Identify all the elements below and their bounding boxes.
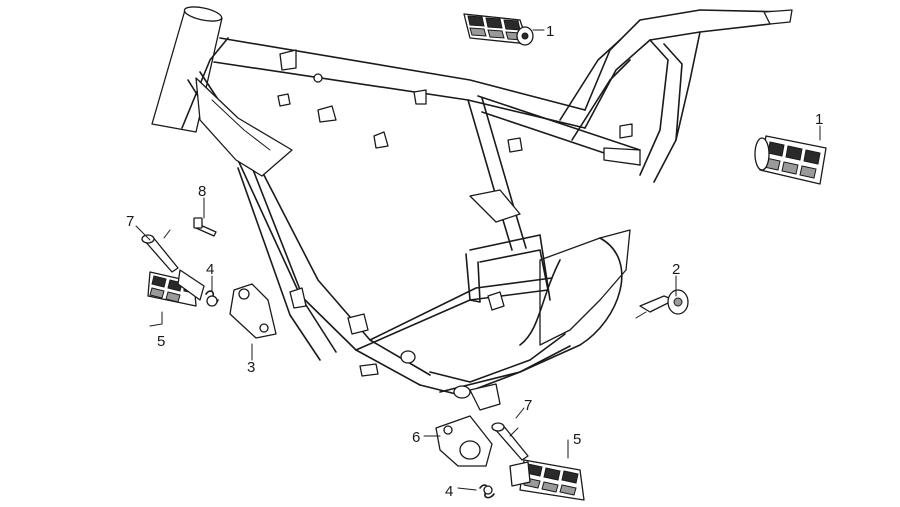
rear-subframe [584,9,791,129]
callout-8: 8 [198,183,206,200]
rear-lower-shell [539,229,631,346]
callout-labels: 1 1 2 3 4 4 5 5 6 7 7 8 [126,23,823,500]
top-tube [213,37,586,129]
callout-5-left: 5 [157,333,165,350]
callout-7-left: 7 [126,213,134,230]
seat-tube [467,97,527,251]
callout-3: 3 [247,359,255,376]
footrest-top [463,13,534,46]
lower-cradle [419,333,571,396]
steering-head-tube [151,6,229,133]
spring-left [205,290,219,307]
footpeg-right [509,459,585,501]
callout-2: 2 [672,261,680,278]
callout-5-right: 5 [573,431,581,448]
footrest-bracket-right [435,415,493,467]
callout-7-right: 7 [524,397,532,414]
footrest-right [754,135,827,185]
pivot-pin-left [141,229,179,273]
footrest-bracket-left [229,283,277,339]
callout-1-top: 1 [546,23,554,40]
callout-1-right: 1 [815,111,823,128]
callout-4-right: 4 [445,483,453,500]
bolt-part-8 [193,217,217,237]
motorcycle-frame [151,6,793,411]
pivot-pin-right [491,422,529,461]
callout-6: 6 [412,429,420,446]
cable-guide-part-2 [635,289,689,319]
spring-right [479,484,495,499]
leader-lines [135,29,821,491]
callout-4-left: 4 [206,261,214,278]
footpeg-left [147,269,205,307]
